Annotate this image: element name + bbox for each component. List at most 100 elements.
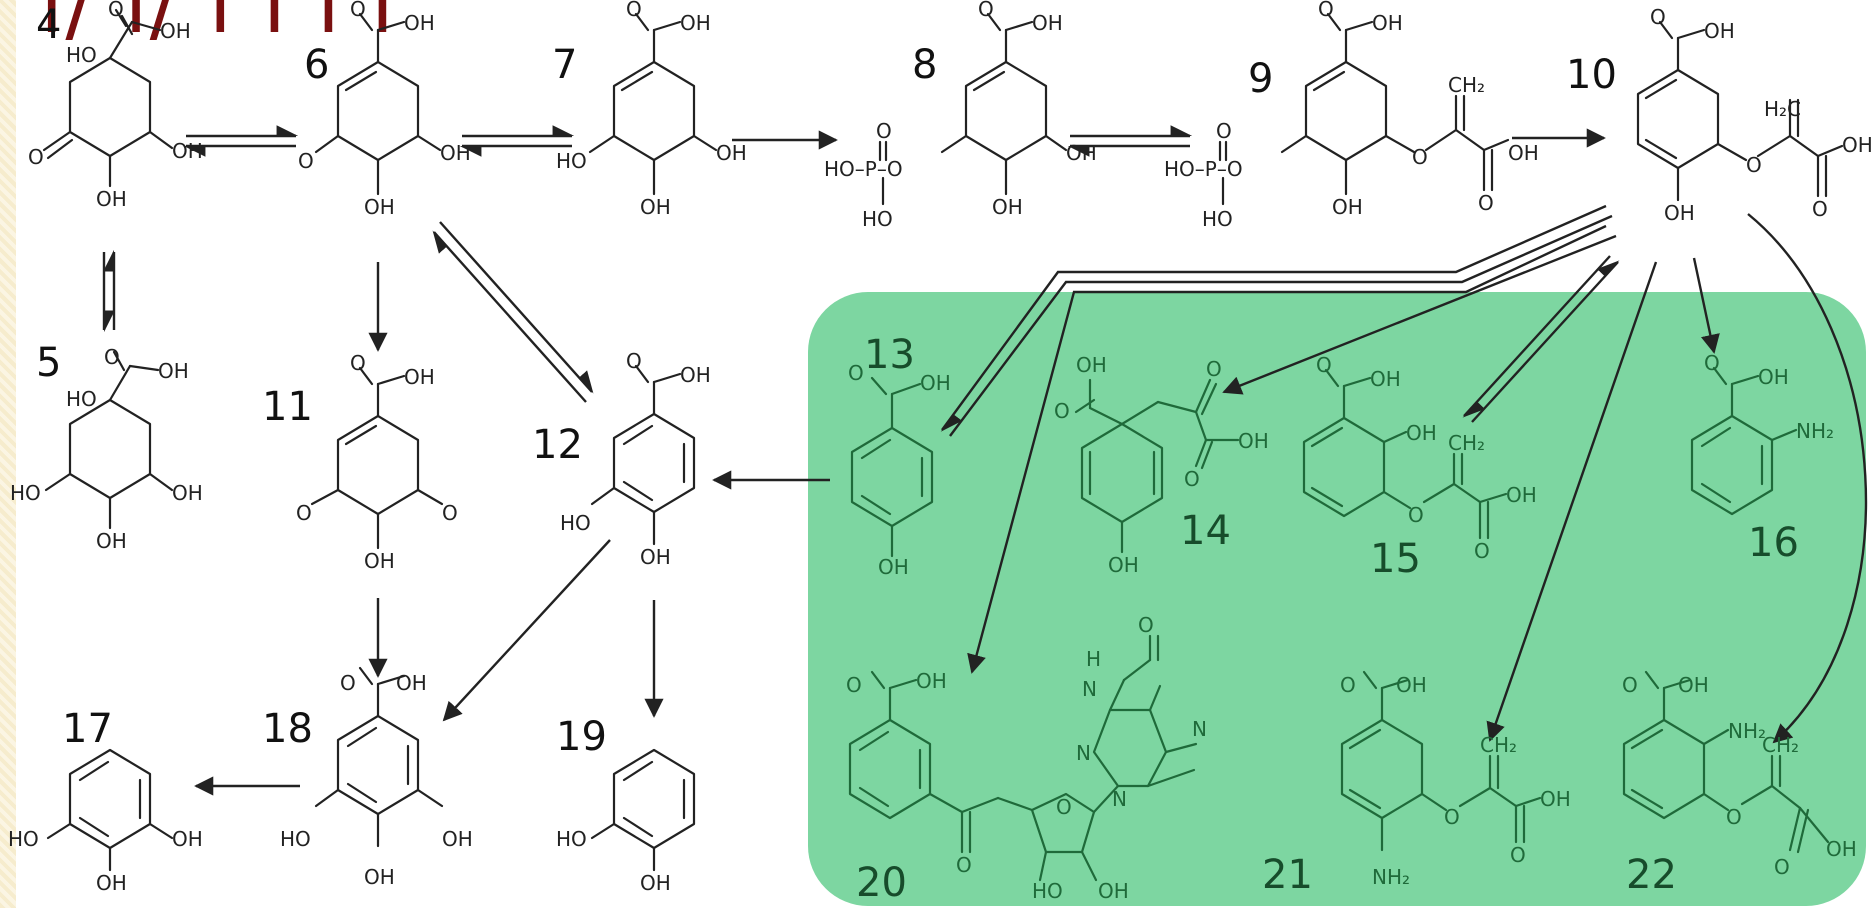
svg-text:HO: HO bbox=[556, 149, 587, 173]
compound-4-label: 4 bbox=[36, 2, 61, 48]
svg-text:HO: HO bbox=[556, 827, 587, 851]
compound-7: 7 O OH HO OH OH bbox=[552, 0, 747, 219]
svg-text:H: H bbox=[1086, 647, 1101, 671]
compound-4: 4 O OH HO O OH OH bbox=[28, 0, 203, 211]
svg-text:O: O bbox=[1216, 119, 1232, 143]
svg-text:OH: OH bbox=[404, 365, 435, 389]
svg-text:O: O bbox=[28, 145, 44, 169]
svg-text:O: O bbox=[1812, 197, 1828, 221]
svg-text:O: O bbox=[978, 0, 994, 21]
svg-text:OH: OH bbox=[1372, 11, 1403, 35]
compound-16: 16 O OH NH₂ bbox=[1690, 351, 1834, 566]
svg-text:O: O bbox=[1774, 855, 1790, 879]
svg-text:OH: OH bbox=[680, 11, 711, 35]
compound-5-label: 5 bbox=[36, 340, 61, 386]
svg-text:O: O bbox=[1746, 153, 1762, 177]
svg-text:O: O bbox=[1138, 613, 1154, 637]
compound-6: 6 O OH O OH OH bbox=[298, 0, 471, 219]
svg-text:OH: OH bbox=[364, 865, 395, 889]
svg-text:O: O bbox=[956, 853, 972, 877]
svg-text:OH: OH bbox=[1406, 421, 1437, 445]
svg-text:HO: HO bbox=[1032, 879, 1063, 903]
svg-text:OH: OH bbox=[1370, 367, 1401, 391]
svg-text:NH₂: NH₂ bbox=[1728, 719, 1766, 743]
compound-13-label: 13 bbox=[864, 332, 915, 378]
highlighted-compounds: 13 O OH OH 14 bbox=[846, 332, 1857, 906]
svg-text:HO: HO bbox=[8, 827, 39, 851]
svg-text:O: O bbox=[350, 351, 366, 375]
compound-11-label: 11 bbox=[262, 384, 313, 430]
compound-13: 13 O OH OH bbox=[848, 332, 951, 579]
compound-12-label: 12 bbox=[532, 422, 583, 468]
svg-text:O: O bbox=[1316, 353, 1332, 377]
svg-text:OH: OH bbox=[160, 19, 191, 43]
svg-text:O: O bbox=[1408, 503, 1424, 527]
svg-text:OH: OH bbox=[878, 555, 909, 579]
compound-19: 19 HO OH bbox=[556, 714, 696, 895]
svg-text:O: O bbox=[846, 673, 862, 697]
svg-text:CH₂: CH₂ bbox=[1448, 73, 1485, 97]
svg-text:N: N bbox=[1082, 677, 1097, 701]
svg-text:OH: OH bbox=[680, 363, 711, 387]
compound-15-label: 15 bbox=[1370, 536, 1421, 582]
svg-text:OH: OH bbox=[172, 827, 203, 851]
svg-text:OH: OH bbox=[1032, 11, 1063, 35]
reaction-arrows bbox=[102, 125, 1868, 796]
svg-text:O: O bbox=[1318, 0, 1334, 21]
svg-text:HO: HO bbox=[560, 511, 591, 535]
svg-text:OH: OH bbox=[1842, 133, 1872, 157]
svg-text:O: O bbox=[104, 345, 120, 369]
svg-text:OH: OH bbox=[920, 371, 951, 395]
svg-text:NH₂: NH₂ bbox=[1796, 419, 1834, 443]
svg-text:OH: OH bbox=[1238, 429, 1269, 453]
svg-text:OH: OH bbox=[1678, 673, 1709, 697]
svg-text:O: O bbox=[876, 119, 892, 143]
svg-text:OH: OH bbox=[1108, 553, 1139, 577]
svg-text:O: O bbox=[1622, 673, 1638, 697]
svg-text:O: O bbox=[1206, 357, 1222, 381]
svg-text:OH: OH bbox=[1066, 141, 1097, 165]
svg-text:OH: OH bbox=[172, 481, 203, 505]
svg-text:OH: OH bbox=[364, 549, 395, 573]
svg-text:O: O bbox=[1340, 673, 1356, 697]
svg-text:OH: OH bbox=[1826, 837, 1857, 861]
svg-text:OH: OH bbox=[1664, 201, 1695, 225]
compound-20: 20 bbox=[846, 613, 1207, 906]
compound-22-label: 22 bbox=[1626, 852, 1677, 898]
svg-text:OH: OH bbox=[1508, 141, 1539, 165]
compound-22: 22 O OH NH₂ CH₂ O bbox=[1622, 670, 1857, 898]
svg-text:OH: OH bbox=[96, 871, 127, 895]
svg-text:OH: OH bbox=[172, 139, 203, 163]
svg-text:OH: OH bbox=[640, 871, 671, 895]
compound-10: 10 O OH O H₂C OH O OH bbox=[1566, 5, 1872, 225]
svg-text:OH: OH bbox=[442, 827, 473, 851]
svg-text:O: O bbox=[626, 0, 642, 21]
svg-text:O: O bbox=[626, 349, 642, 373]
compound-17: 17 HO OH OH bbox=[8, 706, 203, 895]
svg-text:O: O bbox=[1412, 145, 1428, 169]
compound-12: 12 O OH HO OH bbox=[532, 349, 711, 569]
svg-text:O: O bbox=[1704, 351, 1720, 375]
svg-text:NH₂: NH₂ bbox=[1372, 865, 1410, 889]
svg-text:HO: HO bbox=[10, 481, 41, 505]
svg-text:O: O bbox=[108, 0, 124, 21]
svg-text:OH: OH bbox=[1758, 365, 1789, 389]
svg-text:OH: OH bbox=[640, 545, 671, 569]
svg-text:OH: OH bbox=[396, 671, 427, 695]
compound-8-label: 8 bbox=[912, 42, 937, 88]
svg-text:OH: OH bbox=[1098, 879, 1129, 903]
compound-18-label: 18 bbox=[262, 706, 313, 752]
svg-text:OH: OH bbox=[158, 359, 189, 383]
svg-text:OH: OH bbox=[1506, 483, 1537, 507]
svg-text:OH: OH bbox=[992, 195, 1023, 219]
svg-text:O: O bbox=[1054, 399, 1070, 423]
svg-text:H₂C: H₂C bbox=[1764, 97, 1801, 121]
svg-text:HO–P–O: HO–P–O bbox=[1164, 157, 1243, 181]
svg-text:OH: OH bbox=[440, 141, 471, 165]
svg-text:HO–P–O: HO–P–O bbox=[824, 157, 903, 181]
compound-6-label: 6 bbox=[304, 42, 329, 88]
compound-19-label: 19 bbox=[556, 714, 607, 760]
svg-text:O: O bbox=[1726, 805, 1742, 829]
